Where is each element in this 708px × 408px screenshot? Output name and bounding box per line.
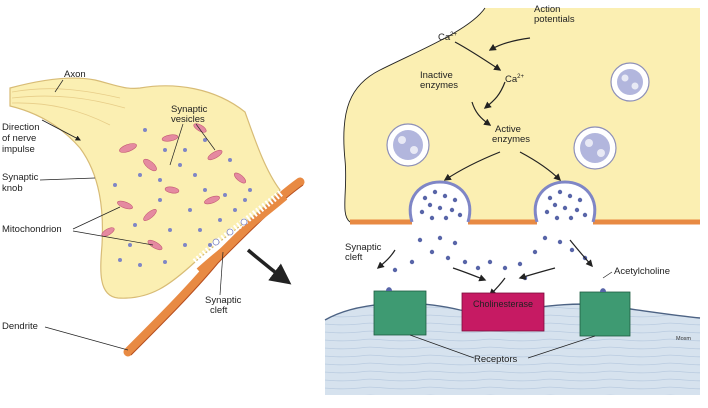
vesicle-large-3: [610, 62, 650, 102]
label-direction: Direction of nerve impulse: [2, 122, 42, 155]
cleft-vesicles-left: [212, 218, 248, 246]
mitochondrion: [147, 239, 163, 251]
label-synaptic-cleft-left: Synaptic cleft: [205, 295, 244, 316]
axon-fibers: [11, 88, 126, 126]
label-axon: Axon: [64, 69, 86, 80]
label-cholinesterase: Cholinesterase: [473, 299, 533, 309]
acetylcholine-molecules: [392, 189, 588, 281]
vesicle-large-1: [386, 123, 430, 167]
fusing-vesicle-1: [408, 180, 472, 223]
receptor-left: [373, 290, 427, 336]
cholinesterase-enzyme: [461, 292, 545, 332]
label-synaptic-knob: Synaptic knob: [2, 172, 41, 194]
label-synaptic-cleft-right: Synaptic cleft: [345, 242, 384, 263]
label-active-enzymes: Active enzymes: [492, 124, 530, 145]
synaptic-cleft-left: [192, 189, 285, 265]
mitochondrion: [117, 200, 133, 210]
mitochondria: [101, 123, 246, 251]
fusing-vesicle-2: [533, 180, 597, 223]
left-panel: Axon Direction of nerve impulse Synaptic…: [2, 69, 305, 357]
synaptic-vesicles-left: [113, 128, 252, 267]
mitochondrion: [119, 143, 137, 153]
label-action-potentials: Action potentials: [534, 4, 575, 25]
label-receptors: Receptors: [474, 354, 518, 365]
label-mitochondrion: Mitochondrion: [2, 224, 62, 235]
mitochondrion: [143, 209, 157, 221]
label-acetylcholine: Acetylcholine: [614, 266, 670, 277]
vesicle-large-2: [573, 126, 617, 170]
mitochondrion: [193, 123, 207, 133]
receptor-right: [579, 291, 631, 337]
label-dendrite: Dendrite: [2, 321, 38, 332]
label-inactive-enzymes: Inactive enzymes: [420, 70, 458, 91]
synaptic-knob: [9, 77, 281, 299]
label-synaptic-vesicles: Synaptic vesicles: [171, 104, 210, 125]
label-membrane: Mosm: [676, 336, 691, 342]
presynaptic-terminal: [343, 8, 700, 222]
mitochondrion: [204, 195, 220, 205]
mitochondrion: [234, 172, 246, 184]
label-ca-top: Ca2+: [438, 32, 457, 43]
mitochondrion: [207, 149, 223, 161]
right-panel: Cholinesterase Ca2+ Action potentials Ca…: [324, 4, 701, 395]
cascade-arrows: [376, 37, 593, 297]
mitochondrion: [161, 134, 179, 142]
mitochondrion: [101, 227, 115, 237]
mitochondrion: [143, 158, 157, 172]
label-ca-mid: Ca2+: [505, 74, 524, 85]
zoom-arrow: [246, 248, 292, 285]
mitochondrion: [164, 186, 180, 194]
